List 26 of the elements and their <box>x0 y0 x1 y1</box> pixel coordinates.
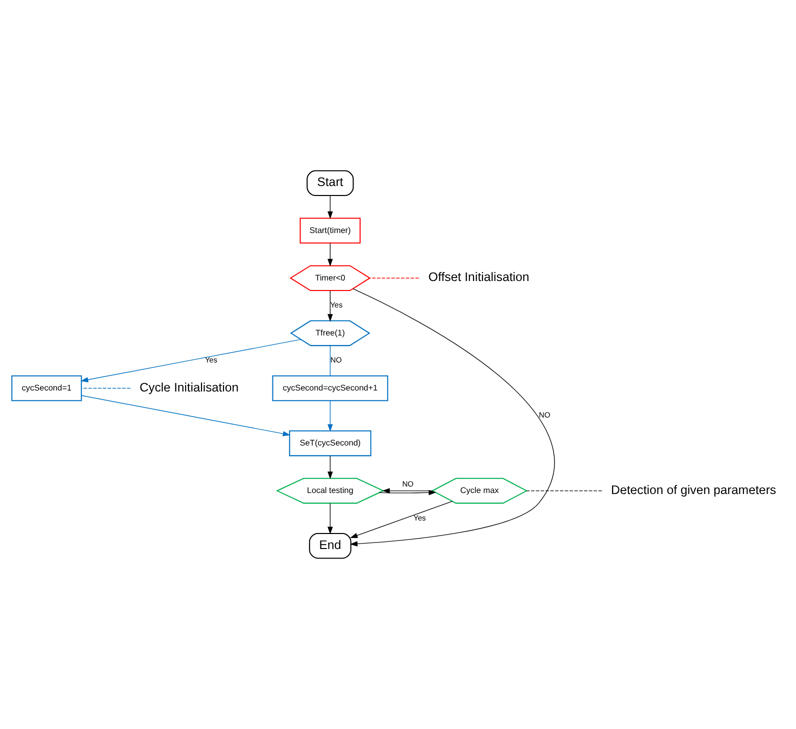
edge-label: NO <box>538 410 550 420</box>
arrow <box>349 500 452 538</box>
connector <box>526 490 602 492</box>
arrow <box>327 456 332 480</box>
arrow <box>382 488 432 494</box>
arrow <box>327 290 332 322</box>
connector <box>329 345 330 376</box>
arrow <box>349 288 554 546</box>
arrow <box>80 339 300 382</box>
arrow <box>327 195 332 219</box>
arrow <box>327 503 332 534</box>
edge-label: Yes <box>330 300 342 310</box>
edge-label: NO <box>330 356 342 365</box>
arrow <box>80 395 290 436</box>
node-text: Offset Initialisation <box>428 270 529 284</box>
arrow <box>327 242 332 266</box>
edge-label: Yes <box>412 513 426 522</box>
node-box: End <box>308 532 351 559</box>
node-text: Cycle Initialisation <box>139 380 238 394</box>
connector <box>80 388 130 389</box>
node-box: Start <box>306 170 354 196</box>
edge-label: NO <box>402 480 414 489</box>
edge-label: Yes <box>204 356 217 365</box>
arrow <box>378 490 436 496</box>
arrow <box>327 400 332 432</box>
node-text: Detection of given parameters <box>610 482 776 497</box>
